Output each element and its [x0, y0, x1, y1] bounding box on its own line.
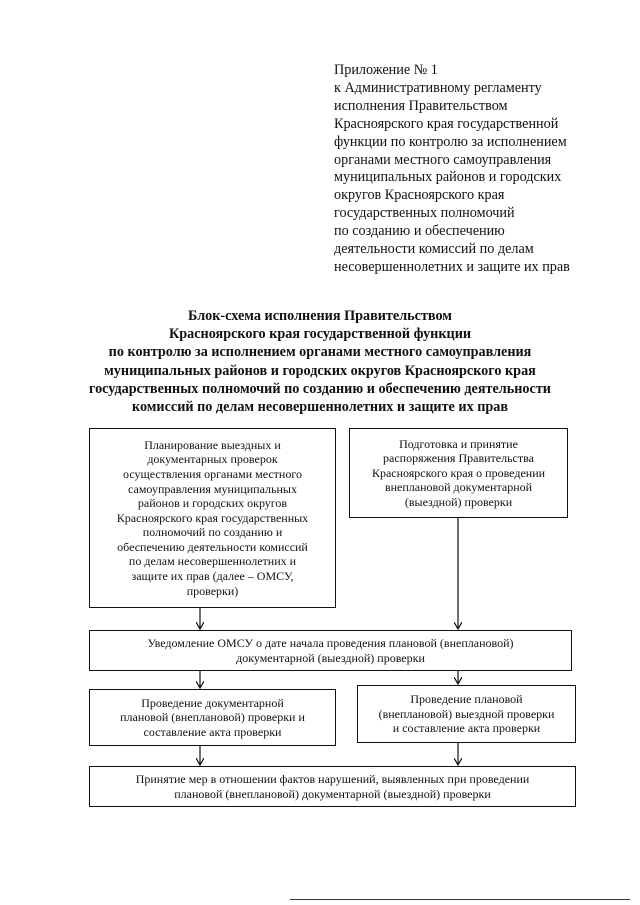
box-line: (внеплановой) выездной проверки [378, 706, 555, 721]
appendix-line: по созданию и обеспечению [334, 223, 505, 240]
box-line: внеплановой документарной [384, 480, 533, 495]
appendix-line: исполнения Правительством [334, 97, 508, 114]
title-line: по контролю за исполнением органами мест… [108, 344, 532, 361]
box-line: осуществления органами местного [123, 466, 302, 481]
box-line: плановой (внеплановой) документарной (вы… [174, 786, 491, 801]
box-line: самоуправления муниципальных [128, 481, 297, 496]
flowchart-title: Блок-схема исполнения Правительством Кра… [0, 307, 640, 416]
box-planning: Планирование выездных и документарных пр… [89, 428, 336, 608]
appendix-line: Красноярского края государственной [334, 115, 559, 132]
box-line: Принятие мер в отношении фактов нарушени… [135, 771, 530, 786]
box-line: Подготовка и принятие [399, 436, 518, 451]
footer-divider [290, 899, 630, 900]
box-documentary-check: Проведение документарной плановой (внепл… [89, 689, 336, 746]
box-line: Красноярского края государственных [116, 510, 309, 525]
title-line: государственных полномочий по созданию и… [89, 380, 551, 397]
box-line: проверки) [186, 583, 239, 598]
title-line: Блок-схема исполнения Правительством [188, 308, 452, 324]
box-line: обеспечению деятельности комиссий [117, 539, 308, 554]
box-line: документарной (выездной) проверки [236, 650, 425, 665]
appendix-line: функции по контролю за исполнением [334, 133, 567, 150]
box-measures: Принятие мер в отношении фактов нарушени… [89, 766, 576, 807]
appendix-line: округов Красноярского края [334, 187, 505, 204]
box-line: полномочий по созданию и [142, 525, 283, 540]
box-line: Планирование выездных и [144, 437, 281, 452]
box-line: Уведомление ОМСУ о дате начала проведени… [147, 635, 514, 650]
box-line: районов и городских округов [137, 496, 288, 511]
box-line: плановой (внеплановой) проверки и [120, 710, 305, 725]
box-line: Проведение документарной [141, 695, 284, 710]
appendix-line: деятельности комиссий по делам [334, 241, 534, 258]
title-line: комиссий по делам несовершеннолетних и з… [131, 399, 509, 416]
appendix-header: Приложение № 1 к Административному регла… [334, 62, 634, 277]
box-line: (выездной) проверки [404, 494, 513, 509]
box-line: документарных проверок [147, 452, 278, 467]
appendix-line: органами местного самоуправления [334, 151, 552, 168]
appendix-line: муниципальных районов и городских [334, 169, 562, 186]
appendix-line: несовершеннолетних и защите их прав [334, 258, 570, 275]
box-line: Проведение плановой [410, 692, 523, 707]
box-line: и составление акта проверки [392, 721, 541, 736]
box-notification: Уведомление ОМСУ о дате начала проведени… [89, 630, 572, 671]
box-field-check: Проведение плановой (внеплановой) выездн… [357, 685, 576, 743]
box-line: Красноярского края о проведении [371, 465, 546, 480]
appendix-line: государственных полномочий [334, 205, 515, 222]
appendix-line: Приложение № 1 [334, 62, 438, 78]
box-line: составление акта проверки [143, 724, 282, 739]
title-line: Красноярского края государственной функц… [168, 326, 472, 343]
box-order-preparation: Подготовка и принятие распоряжения Прави… [349, 428, 568, 518]
box-line: распоряжения Правительства [383, 451, 534, 466]
box-line: по делам несовершеннолетних и [128, 554, 297, 569]
appendix-line: к Административному регламенту [334, 79, 542, 96]
box-line: защите их прав (далее – ОМСУ, [131, 569, 294, 584]
title-line: муниципальных районов и городских округо… [104, 362, 536, 379]
